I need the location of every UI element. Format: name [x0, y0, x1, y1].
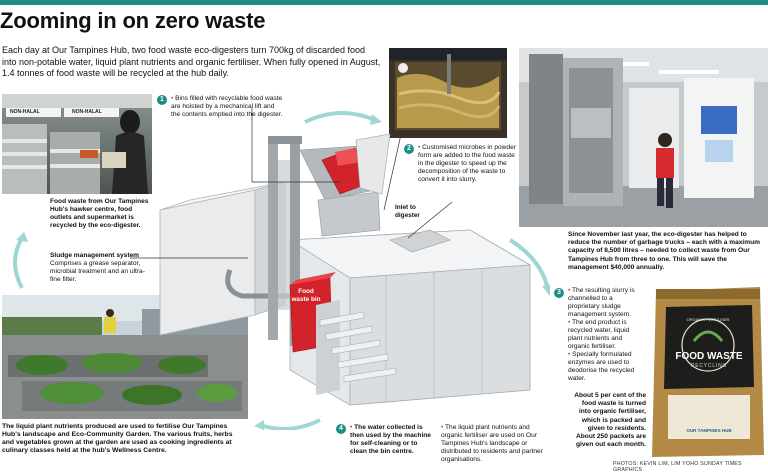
bullet-icon: • [171, 95, 174, 102]
sludge-title: Sludge management system [50, 252, 140, 259]
step-3-item: • Specially formulated enzymes are used … [568, 351, 635, 382]
cycle-arrow-left [13, 232, 28, 289]
step-2-text: • Customised microbes in powder form are… [418, 144, 516, 183]
bullet-icon: • [418, 144, 421, 151]
packet-sub: RECYCLING [690, 363, 728, 369]
step-1-badge: 1 [157, 95, 167, 105]
bullet-icon: • [568, 287, 571, 294]
bullet-icon: • [441, 424, 444, 431]
sludge-caption: Sludge management system Comprises a gre… [50, 252, 148, 284]
step-3-badge: 3 [554, 288, 564, 298]
hawker-centre-photo: NON-HALAL NON-HALAL [2, 94, 152, 194]
step-3-item: • The end product is recycled water, liq… [568, 319, 630, 350]
bin-label: Food waste bin [291, 288, 321, 303]
step-1-text: • Bins filled with recyclable food waste… [171, 95, 283, 118]
photo-credit: PHOTOS: KEVIN LIM, LIM YOHO SUNDAY TIMES… [613, 461, 742, 473]
sludge-leader-line [130, 257, 248, 259]
step-3-item: • The resulting slurry is channelled to … [568, 287, 635, 318]
trucks-caption: Since November last year, the eco-digest… [568, 231, 761, 271]
bullet-icon: • [568, 319, 571, 326]
hawker-sign-right: NON-HALAL [72, 109, 102, 115]
hawker-sign-left: NON-HALAL [10, 109, 40, 115]
inlet-label: Inlet to digester [395, 204, 420, 219]
step-4-text: • The water collected is then used by th… [350, 424, 431, 455]
liquid-note: • The liquid plant nutrients and organic… [441, 424, 543, 463]
garden-caption: The liquid plant nutrients produced are … [2, 423, 233, 454]
page-title: Zooming in on zero waste [0, 8, 266, 33]
hawker-caption: Food waste from Our Tampines Hub's hawke… [50, 198, 149, 229]
packets-caption: About 5 per cent of the food waste is tu… [574, 392, 646, 449]
eco-digester-diagram [159, 108, 550, 430]
hub-interior-photo [519, 48, 768, 227]
step-4-badge: 4 [336, 424, 346, 434]
digester-interior-photo [389, 48, 507, 138]
packet-circle-text: ORGANIC FERTILISER [686, 317, 730, 322]
bullet-icon: • [350, 424, 353, 431]
bullet-icon: • [568, 351, 571, 358]
top-accent-bar [0, 0, 768, 5]
packet-brand: FOOD WASTE [675, 351, 743, 362]
packet-logo: OUR TAMPINES HUB [686, 428, 732, 433]
step-3-text: • The resulting slurry is channelled to … [568, 287, 640, 383]
step-2-badge: 2 [404, 144, 414, 154]
sludge-body: Comprises a grease separator, microbial … [50, 260, 145, 283]
lede-paragraph: Each day at Our Tampines Hub, two food w… [2, 45, 381, 78]
fertiliser-packet-photo: ORGANIC FERTILISER FOOD WASTE RECYCLING … [648, 283, 768, 459]
